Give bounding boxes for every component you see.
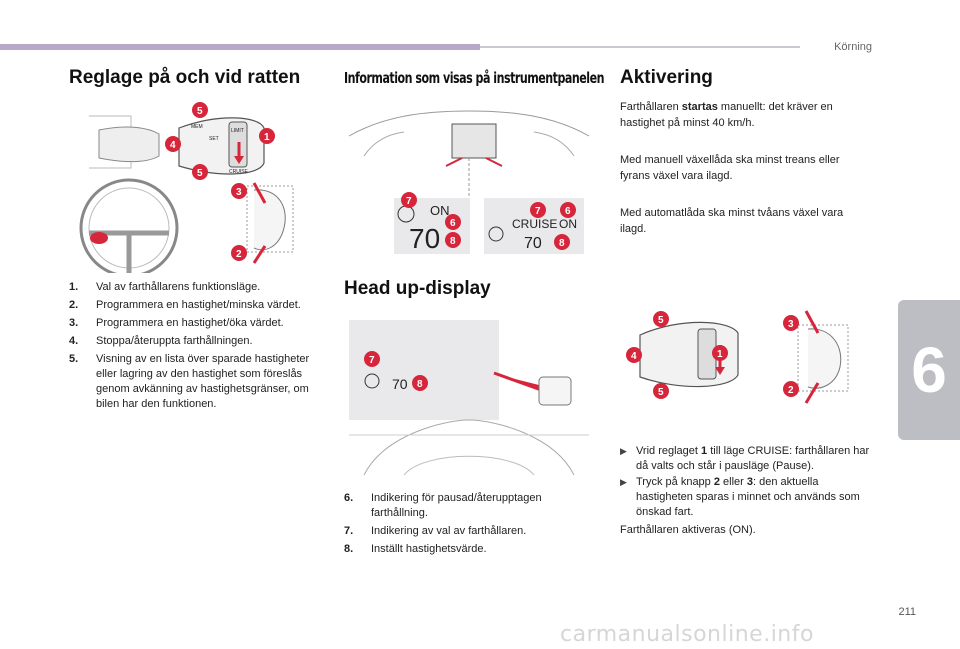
- bullet-arrow-icon: ▶: [620, 477, 627, 487]
- display2-speed: 70: [524, 235, 542, 252]
- callout-8b: 8: [559, 238, 565, 249]
- list-item: ▶Vrid reglaget 1 till läge CRUISE: farth…: [620, 445, 870, 472]
- aktivering-paragraph-2: Med manuell växellåda ska minst treans e…: [620, 154, 840, 182]
- header-bar: [0, 44, 480, 50]
- activation-controls-illustration: 5 4 5 1 3 2: [620, 305, 870, 415]
- list-item: 7.Indikering av val av farthållaren.: [344, 525, 527, 537]
- callout-6: 6: [450, 218, 456, 229]
- callout-3b: 3: [788, 319, 794, 330]
- aktivering-paragraph-1: Farthållaren startas manuellt: det kräve…: [620, 101, 833, 129]
- hud-speed: 70: [392, 376, 408, 392]
- callout-1: 1: [264, 132, 270, 143]
- instrument-panel-illustration: ON 70 CRUISE ON 70 7 6 8 7 6 8: [344, 96, 594, 256]
- callout-5b: 5: [197, 168, 203, 179]
- section-label: Körning: [834, 41, 872, 53]
- callout-7c: 7: [369, 355, 375, 366]
- list-item: 6.Indikering för pausad/återupptagen far…: [344, 492, 542, 519]
- callout-3: 3: [236, 187, 242, 198]
- aktivering-bullets: ▶Vrid reglaget 1 till läge CRUISE: farth…: [620, 444, 870, 521]
- callout-2: 2: [236, 249, 242, 260]
- header-rule: [480, 46, 800, 48]
- callout-5c: 5: [658, 315, 664, 326]
- lever-label-limit: LIMIT: [231, 128, 244, 134]
- display1-speed: 70: [409, 223, 440, 254]
- list-item: 2.Programmera en hastighet/minska värdet…: [69, 299, 301, 311]
- callout-2b: 2: [788, 385, 794, 396]
- list-item: ▶Tryck på knapp 2 eller 3: den aktuella …: [620, 476, 860, 518]
- aktivering-paragraph-3: Med automatlåda ska minst tvåans växel v…: [620, 207, 844, 235]
- callout-1b: 1: [717, 349, 723, 360]
- callout-7: 7: [406, 196, 412, 207]
- list-item: 3.Programmera en hastighet/öka värdet.: [69, 317, 284, 329]
- lever-label-cruise: CRUISE: [229, 169, 249, 175]
- watermark: carmanualsonline.info: [560, 622, 814, 647]
- list-item: 4.Stoppa/återuppta farthållningen.: [69, 335, 253, 347]
- callout-8c: 8: [417, 379, 423, 390]
- callout-7b: 7: [535, 206, 541, 217]
- list-item: 1.Val av farthållarens funktionsläge.: [69, 281, 261, 293]
- reglage-heading: Reglage på och vid ratten: [69, 67, 301, 88]
- callout-6b: 6: [565, 206, 571, 217]
- info-heading: Information som visas på instrumentpanel…: [344, 69, 604, 87]
- display2-status: ON: [559, 217, 577, 231]
- aktivering-closing: Farthållaren aktiveras (ON).: [620, 524, 756, 536]
- hud-list: 6.Indikering för pausad/återupptagen far…: [344, 491, 594, 560]
- list-item: 5.Visning av en lista över sparade hasti…: [69, 353, 310, 410]
- callout-5d: 5: [658, 387, 664, 398]
- page-number: 211: [898, 606, 916, 618]
- aktivering-heading: Aktivering: [620, 67, 713, 88]
- hud-heading: Head up-display: [344, 278, 491, 299]
- display1-status: ON: [430, 203, 450, 218]
- callout-4: 4: [170, 140, 176, 151]
- callout-8: 8: [450, 236, 456, 247]
- chapter-number: 6: [911, 334, 947, 406]
- display2-mode: CRUISE: [512, 217, 557, 231]
- lever-label-mem: MEM: [191, 124, 203, 130]
- lever-label-set: SET: [209, 136, 219, 142]
- reglage-list: 1.Val av farthållarens funktionsläge. 2.…: [69, 280, 319, 415]
- head-up-display-illustration: 70 7 8: [344, 315, 594, 480]
- list-item: 8.Inställt hastighetsvärde.: [344, 543, 487, 555]
- steering-controls-illustration: LIMIT CRUISE MEM SET 5 4 5 1 3 2: [69, 98, 309, 273]
- chapter-tab: 6: [898, 300, 960, 440]
- callout-5: 5: [197, 106, 203, 117]
- bullet-arrow-icon: ▶: [620, 446, 627, 456]
- callout-4b: 4: [631, 351, 637, 362]
